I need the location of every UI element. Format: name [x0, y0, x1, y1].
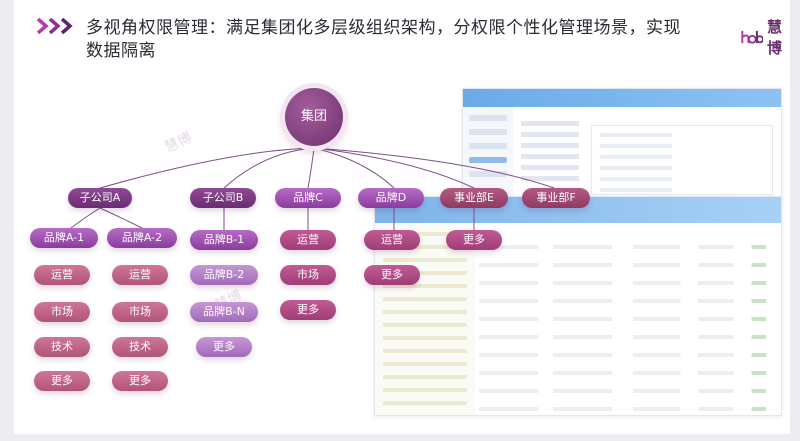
node-a2-ops: 运营 — [112, 265, 168, 285]
node-a2-more: 更多 — [112, 371, 168, 391]
node-division-e: 事业部E — [440, 188, 508, 208]
node-a2-tech: 技术 — [112, 337, 168, 357]
node-brand-bn: 品牌B-N — [190, 302, 258, 322]
node-e-more: 更多 — [446, 230, 502, 250]
node-a2-market: 市场 — [112, 302, 168, 322]
system-screenshot-table — [374, 196, 782, 416]
node-brand-b1: 品牌B-1 — [190, 230, 258, 250]
node-c-more: 更多 — [280, 300, 336, 320]
system-screenshot-tree — [462, 88, 782, 202]
node-brand-b2: 品牌B-2 — [190, 265, 258, 285]
node-a1-tech: 技术 — [34, 337, 90, 357]
chevron-arrows-icon — [36, 18, 73, 34]
node-brand-d: 品牌D — [358, 188, 424, 208]
node-a1-more: 更多 — [34, 371, 90, 391]
node-c-ops: 运营 — [280, 230, 336, 250]
page-title: 多视角权限管理：满足集团化多层级组织架构，分权限个性化管理场景，实现数据隔离 — [86, 18, 681, 61]
node-subsidiary-a: 子公司A — [68, 188, 132, 208]
slide: 多视角权限管理：满足集团化多层级组织架构，分权限个性化管理场景，实现数据隔离 慧… — [14, 0, 790, 434]
logo-mark-icon — [741, 30, 763, 44]
node-brand-a2: 品牌A-2 — [107, 228, 177, 248]
group-root-node: 集团 — [285, 88, 343, 146]
node-c-market: 市场 — [280, 265, 336, 285]
connector-lines — [70, 147, 555, 230]
node-b-more: 更多 — [196, 337, 252, 357]
node-division-f: 事业部F — [522, 188, 590, 208]
logo-text: 慧博 — [767, 18, 783, 57]
brand-logo: 慧博 — [740, 16, 790, 58]
node-brand-a1: 品牌A-1 — [30, 228, 98, 248]
node-brand-c: 品牌C — [275, 188, 341, 208]
node-subsidiary-b: 子公司B — [190, 188, 256, 208]
node-d-ops: 运营 — [364, 230, 420, 250]
node-a1-ops: 运营 — [34, 265, 90, 285]
node-a1-market: 市场 — [34, 302, 90, 322]
node-d-more: 更多 — [364, 265, 420, 285]
